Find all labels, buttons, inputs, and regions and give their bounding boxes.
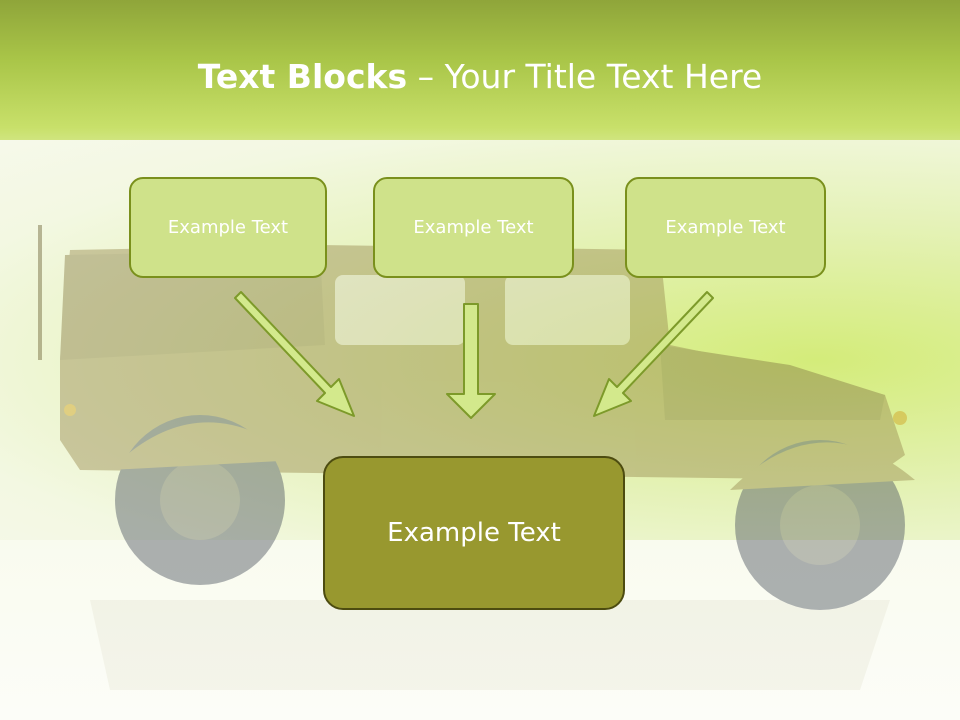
slide-title: Text Blocks – Your Title Text Here [0, 52, 960, 102]
title-bold: Text Blocks [197, 57, 408, 96]
title-rest: Your Title Text Here [444, 57, 763, 96]
title-separator: – [407, 57, 445, 96]
text-block-center[interactable]: Example Text [373, 177, 574, 278]
text-block-left[interactable]: Example Text [129, 177, 327, 278]
text-block-center-label: Example Text [413, 217, 534, 238]
text-block-bottom-label: Example Text [387, 518, 561, 548]
text-block-right-label: Example Text [665, 217, 786, 238]
text-block-left-label: Example Text [167, 217, 289, 238]
text-block-right[interactable]: Example Text [625, 177, 826, 278]
text-block-bottom[interactable]: Example Text [323, 456, 625, 610]
